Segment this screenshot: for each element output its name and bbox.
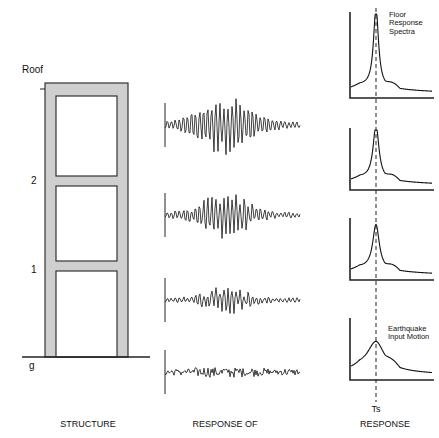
frame-structure [22, 83, 150, 357]
annotation: Earthquake Input Motion [388, 325, 436, 342]
spectrum-curve [351, 341, 432, 372]
period-label: Ts [372, 405, 381, 415]
acceleration-trace [165, 99, 300, 155]
frame-bay [56, 271, 117, 357]
spectrum-curve [351, 224, 432, 273]
level-label: 2 [31, 175, 37, 186]
time-histories [165, 99, 300, 394]
frame-bay [56, 186, 117, 261]
spectrum-axes [350, 128, 434, 190]
time-axis [165, 103, 166, 147]
level-label: Roof [22, 64, 43, 75]
period-line [376, 8, 377, 402]
frame-bay [56, 96, 117, 176]
acceleration-trace [165, 288, 300, 314]
time-axis [165, 350, 166, 394]
frame-outline [45, 83, 128, 357]
spectrum-axes [350, 218, 434, 280]
column-heading: STRUCTURE [60, 420, 116, 430]
column-heading: RESPONSE [360, 420, 410, 430]
column-heading: RESPONSE OF [192, 420, 257, 430]
level-label: 1 [31, 264, 37, 275]
time-axis [165, 278, 166, 322]
spectrum-axes [350, 12, 434, 98]
time-axis [165, 193, 166, 237]
acceleration-trace [165, 368, 300, 378]
annotation: Floor Response Spectra [389, 11, 433, 36]
acceleration-trace [165, 195, 300, 239]
spectrum-curve [351, 130, 432, 183]
level-tick [40, 89, 45, 90]
level-label: g [29, 360, 35, 371]
ground-line [22, 356, 150, 358]
